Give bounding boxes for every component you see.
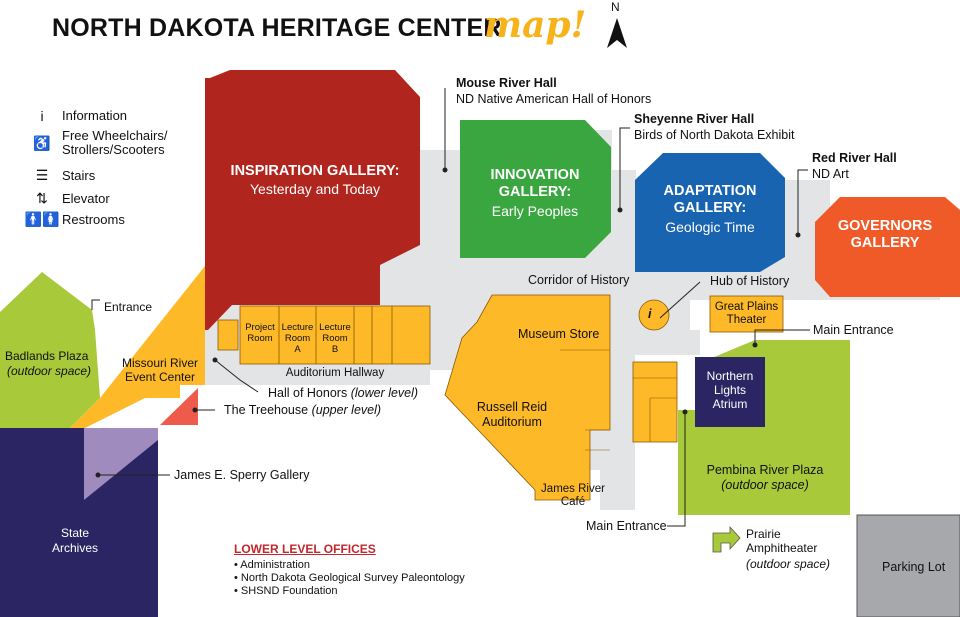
- info-block: [632, 361, 678, 443]
- badlands-sub: (outdoor space): [7, 364, 92, 378]
- badlands-label: Badlands Plaza: [5, 349, 89, 363]
- sheyenne-hall-sub: Birds of North Dakota Exhibit: [634, 128, 795, 142]
- sperry-label: James E. Sperry Gallery: [174, 468, 310, 482]
- main-entrance-bottom: Main Entrance: [586, 519, 667, 533]
- office-item: • North Dakota Geological Survey Paleont…: [234, 572, 465, 584]
- hub-label: Hub of History: [710, 274, 790, 288]
- governors-name: GOVERNORS GALLERY: [837, 218, 933, 251]
- legend-item: ⇅ Elevator: [22, 190, 110, 207]
- northern-lights-label: Northern Lights Atrium: [706, 369, 754, 411]
- adaptation-name: ADAPTATION GALLERY:: [663, 183, 757, 216]
- prairie-label: Prairie Amphitheater: [746, 527, 818, 555]
- office-item: • Administration: [234, 559, 310, 571]
- legend-icon: ♿: [33, 134, 51, 151]
- great-plains-label: Great Plains Theater: [714, 301, 779, 326]
- lower-level-offices: LOWER LEVEL OFFICES • Administration• No…: [234, 543, 465, 598]
- offices-heading: LOWER LEVEL OFFICES: [234, 542, 376, 556]
- innovation-gallery: [460, 120, 611, 258]
- legend-icon: 🚹🚺: [24, 211, 60, 227]
- hall-of-honors-label: Hall of Honors (lower level): [268, 386, 419, 400]
- legend-label: Free Wheelchairs/ Strollers/Scooters: [62, 128, 168, 157]
- inspiration-gallery: [205, 70, 420, 330]
- pembina-sub: (outdoor space): [721, 478, 809, 492]
- hub-info-icon: i: [648, 307, 652, 321]
- legend-icon: ⇅: [36, 190, 48, 206]
- museum-store-label: Museum Store: [518, 327, 600, 341]
- missouri-event-center: [70, 266, 205, 428]
- adaptation-gallery: [635, 153, 785, 272]
- badlands-plaza: [0, 272, 100, 428]
- main-entrance-top: Main Entrance: [813, 323, 894, 337]
- office-item: • SHSND Foundation: [234, 585, 338, 597]
- sheyenne-hall-name: Sheyenne River Hall: [634, 112, 755, 126]
- russell-reid-label: Russell Reid Auditorium: [476, 400, 548, 429]
- legend-label: Elevator: [62, 190, 110, 206]
- innovation-sub: Early Peoples: [491, 203, 579, 219]
- hub-of-history: [638, 299, 670, 331]
- page-title: NORTH DAKOTA HERITAGE CENTER: [52, 14, 502, 42]
- legend-item: 🚹🚺Restrooms: [22, 211, 125, 228]
- lecture-b-label: Lecture Room B: [319, 322, 351, 355]
- corridor-label: Corridor of History: [528, 273, 630, 287]
- james-river-label: James River Café: [541, 483, 605, 508]
- red-hall-sub: ND Art: [812, 167, 849, 181]
- lecture-a-label: Lecture Room A: [281, 322, 314, 355]
- legend-item: ☰ Stairs: [22, 167, 96, 184]
- legend-label: Restrooms: [62, 211, 125, 227]
- legend-item: ♿ Free Wheelchairs/ Strollers/Scooters: [22, 129, 167, 157]
- prairie-sub: (outdoor space): [746, 557, 831, 571]
- legend-item: i Information: [22, 108, 127, 124]
- great-plains-theater: [709, 295, 784, 333]
- legend-label: Information: [62, 108, 128, 123]
- treehouse-label: The Treehouse (upper level): [224, 403, 382, 417]
- compass-arrow-icon: [607, 18, 627, 48]
- pembina-label: Pembina River Plaza: [706, 463, 824, 477]
- inspiration-name: INSPIRATION GALLERY:: [230, 163, 400, 179]
- project-room-label: Project Room: [245, 322, 275, 344]
- archives-label: State Archives: [51, 526, 98, 555]
- parking-lot: [856, 514, 960, 617]
- sperry-gallery: [84, 428, 158, 500]
- compass-north: N: [611, 0, 620, 14]
- title-script: map!: [484, 4, 587, 46]
- adaptation-sub: Geologic Time: [665, 219, 755, 235]
- innovation-name: INNOVATION GALLERY:: [490, 167, 580, 200]
- legend-label: Stairs: [62, 167, 96, 183]
- governors-gallery: [815, 197, 960, 297]
- auditorium-hallway-label: Auditorium Hallway: [285, 367, 385, 379]
- rooms-strip: [239, 305, 431, 365]
- entrance-label: Entrance: [104, 300, 153, 314]
- red-hall-name: Red River Hall: [812, 151, 897, 165]
- stairs-icon: [217, 319, 239, 351]
- inspiration-sub: Yesterday and Today: [250, 181, 380, 197]
- parking-label: Parking Lot: [882, 560, 946, 574]
- legend-icon: ☰: [35, 167, 49, 183]
- missouri-label: Missouri River Event Center: [121, 356, 198, 384]
- legend-icon: i: [40, 108, 44, 124]
- mouse-hall-sub: ND Native American Hall of Honors: [456, 92, 652, 106]
- prairie-arrow-icon: [712, 525, 741, 553]
- russell-reid-auditorium: [444, 294, 611, 501]
- northern-lights-atrium: [695, 357, 765, 427]
- mouse-hall-name: Mouse River Hall: [456, 76, 557, 90]
- treehouse: [160, 388, 198, 425]
